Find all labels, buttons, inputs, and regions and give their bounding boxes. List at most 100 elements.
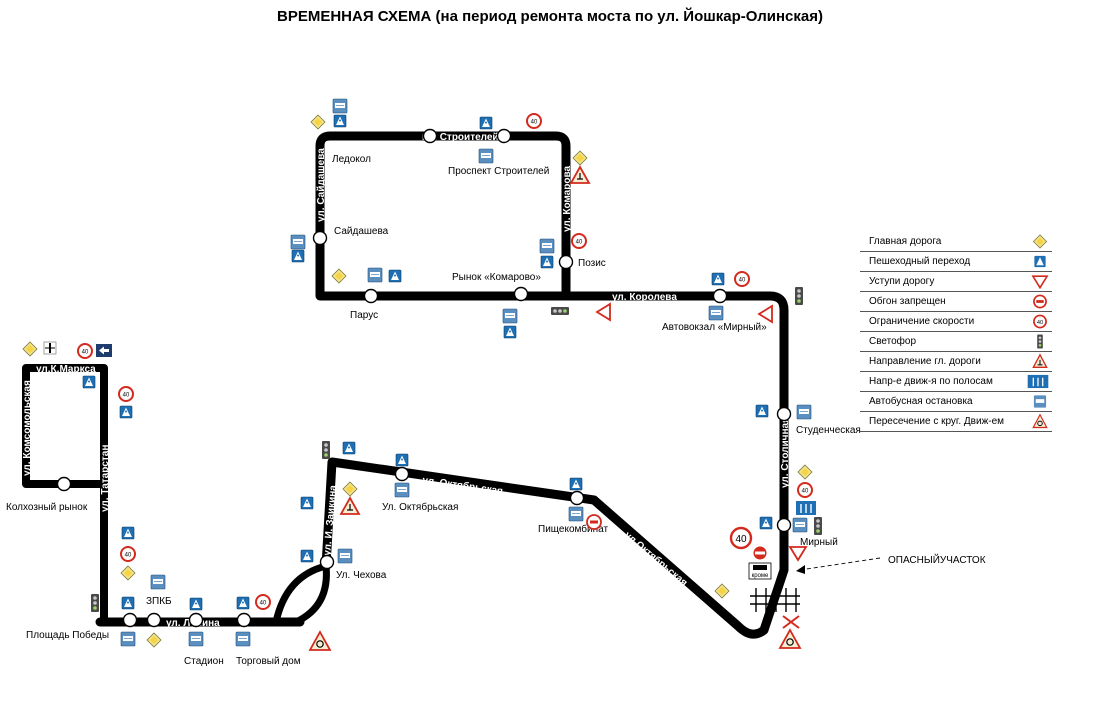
roundabout-icon [309,631,331,651]
stop-marker-zpkb [146,612,162,628]
main-road-icon [342,481,358,497]
stop-marker-pishche [569,490,585,506]
stop-marker-parus [363,288,379,304]
svg-text:40: 40 [735,534,747,545]
route-lines [22,131,789,639]
street-stroiteley: пр. Строителей [422,132,499,143]
traffic-light-icon [814,517,822,535]
stop-label-ledokol: Ледокол [332,154,371,165]
bus-stop-icon [708,305,724,321]
stop-label-chekhova: Ул. Чехова [336,570,387,581]
bus-stop-icon [539,238,555,254]
legend-label: Главная дорога [869,236,942,247]
stop-label-saydasheva: Сайдашева [334,226,389,237]
danger-annotation: ОПАСНЫЙУЧАСТОК [796,553,986,574]
legend-label: Светофор [869,336,917,347]
street-saydasheva: ул. Сайдашева [316,148,327,222]
railway-crossing-icon [750,588,800,612]
route-loop-chekhova [272,562,330,626]
page-title: ВРЕМЕННАЯ СХЕМА (на период ремонта моста… [277,8,823,25]
main-road-icon [120,565,136,581]
street-komsomolskaya: ул. Комсомольская [22,380,33,476]
stop-label-prospekt: Проспект Строителей [448,166,549,177]
stop-label-mirny: Мирный [800,537,838,548]
bus-stop-icon [337,548,353,564]
speed-limit-icon [118,386,134,402]
stop-label-torgovy: Торговый дом [236,656,301,667]
main-road-icon [331,268,347,284]
pedestrian-crossing-icon [121,596,135,610]
stop-label-stadion: Стадион [184,656,224,667]
traffic-light-icon [1032,334,1048,349]
stop-label-kolkhozny: Колхозный рынок [6,502,88,513]
bus-stop-icon [332,98,348,114]
legend-row: Светофор [860,332,1052,352]
pedestrian-crossing-icon [755,404,769,418]
speed-limit-icon [255,594,271,610]
svg-text:40: 40 [1037,320,1043,326]
main-road-direction-icon [1032,353,1048,369]
pedestrian-crossing-icon [82,375,96,389]
legend-row: Напр-е движ-я по полосам [860,372,1052,392]
stop-marker-oktyabrskaya [394,466,410,482]
stop-label-avtovokzal: Автовокзал «Мирный» [662,322,767,333]
pedestrian-crossing-icon [711,272,725,286]
main-road-icon [22,341,38,357]
main-road-icon [146,632,162,648]
pedestrian-crossing-icon [388,269,402,283]
pedestrian-crossing-icon [236,596,250,610]
legend-row: Пересечение с круг. Движ-ем [860,412,1052,432]
bus-stop-icon [792,517,808,533]
svg-text:кроме: кроме [752,573,769,579]
bus-stop-icon [235,631,251,647]
no-overtaking-icon [586,514,602,530]
street-kmarksa: ул.К.Маркса [36,364,96,375]
roundabout-icon [779,629,801,649]
stop-label-pozis: Позис [578,258,606,269]
legend-label: Напр-е движ-я по полосам [869,376,993,387]
stop-marker-torgovy [236,612,252,628]
bus-stop-icon [120,631,136,647]
stop-label-ploshad: Площадь Победы [26,629,109,641]
stop-marker-rynok [513,286,529,302]
main-road-icon [797,464,813,480]
level-crossing-icon [782,615,800,629]
speed-limit-icon [734,271,750,287]
stop-marker-pozis [558,254,574,270]
lane-direction-icon [795,500,817,516]
street-komarova: ул. Комарова [562,166,573,232]
main-road-icon [572,150,588,166]
danger-label: ОПАСНЫЙУЧАСТОК [888,553,986,566]
map-signs: 40 кроме [22,98,822,651]
pedestrian-crossing-icon [300,549,314,563]
legend-row: Главная дорога [860,232,1052,252]
legend-row: Автобусная остановка [860,392,1052,412]
bus-stop-icon [188,631,204,647]
speed-limit-icon [120,546,136,562]
route-oktyabrskaya-diag [589,495,769,639]
stop-label-studencheskaya: Студенческая [796,425,861,436]
stop-marker-chekhova [319,554,335,570]
legend-row: Ограничение скорости 40 [860,312,1052,332]
pedestrian-crossing-icon [395,453,409,467]
stop-marker-studencheskaya [776,406,792,422]
give-way-icon [1031,274,1049,290]
roundabout-icon [1032,413,1048,429]
bus-stop-icon [502,308,518,324]
legend-row: Пешеходный переход [860,252,1052,272]
legend-label: Обгон запрещен [869,296,946,307]
stop-marker-ploshad [122,612,138,628]
give-way-icon [789,546,807,561]
street-zaikina: ул. И. Заикина [322,484,339,556]
give-way-icon [596,303,611,321]
pedestrian-crossing-icon [189,597,203,611]
route-oktyabrskaya [321,457,599,571]
pedestrian-crossing-icon [503,325,517,339]
stop-label-rynok: Рынок «Комарово» [452,272,541,283]
bus-stop-icon [150,574,166,590]
stop-marker-kolkhozny [56,476,72,492]
pedestrian-crossing-icon [300,496,314,510]
pedestrian-crossing-icon [333,114,347,128]
bus-stop-icon [367,267,383,283]
stop-label-parus: Парус [350,310,378,321]
